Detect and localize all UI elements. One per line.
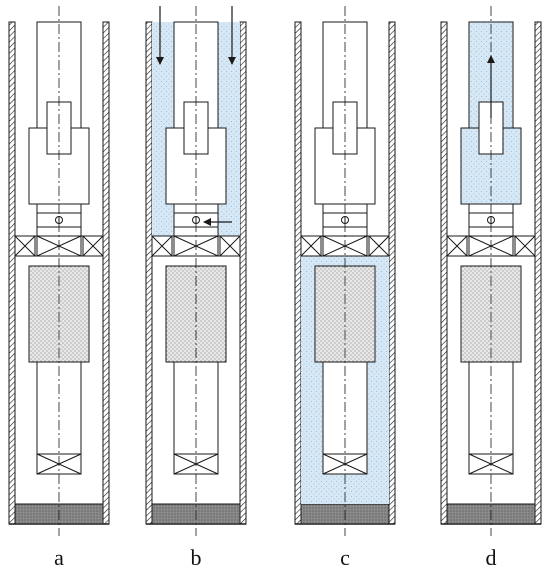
packer-slip-right-diag-2	[514, 235, 536, 257]
packer-slip-right-diag-2	[219, 235, 241, 257]
panel-label-c: c	[340, 545, 350, 570]
casing-wall-right	[102, 21, 110, 525]
casing-wall-left	[8, 21, 16, 525]
casing-wall-right	[388, 21, 396, 525]
panel-c	[294, 6, 396, 536]
packer-slip-right-diag-2	[82, 235, 104, 257]
casing-wall-left	[294, 21, 302, 525]
casing-wall-right	[534, 21, 542, 525]
packer-slip-left-diag-2	[446, 235, 468, 257]
panel-b	[145, 6, 247, 536]
casing-wall-right	[239, 21, 247, 525]
packer-slip-left-diag-2	[300, 235, 322, 257]
panel-a	[8, 6, 110, 536]
packer-slip-left-diag-2	[151, 235, 173, 257]
casing-wall-left	[440, 21, 448, 525]
packer-slip-left-diag-2	[14, 235, 36, 257]
casing-wall-left	[145, 21, 153, 525]
panel-label-b: b	[190, 545, 202, 570]
panel-label-a: a	[54, 545, 64, 570]
packer-slip-right-diag-2	[368, 235, 390, 257]
panels-layer	[8, 6, 542, 536]
panel-d	[440, 6, 542, 536]
panel-label-d: d	[485, 545, 497, 570]
